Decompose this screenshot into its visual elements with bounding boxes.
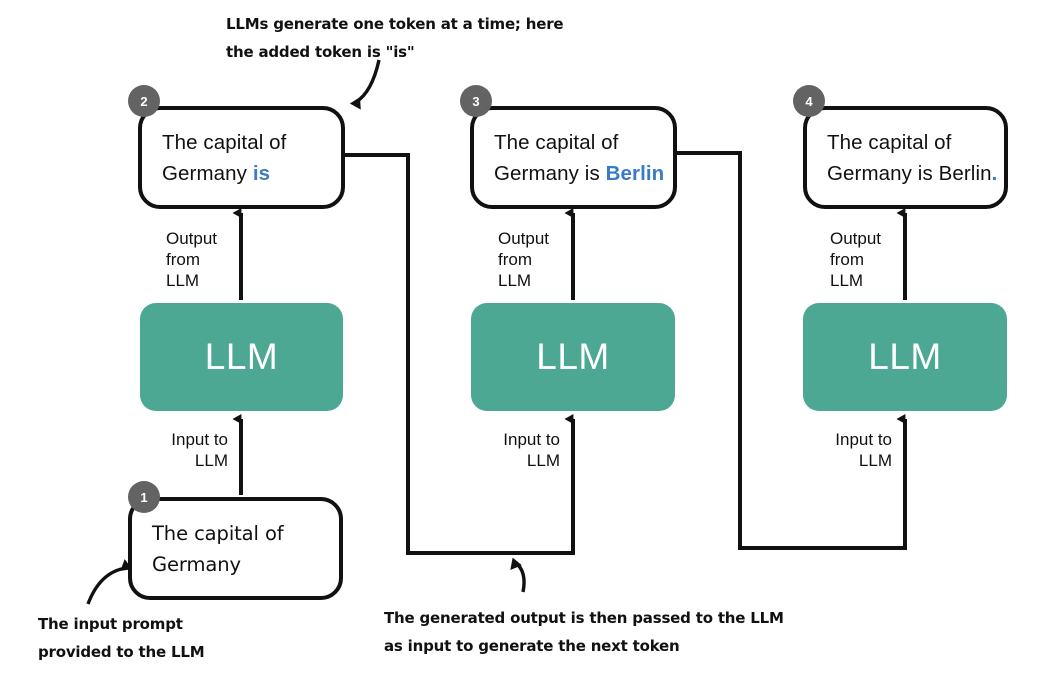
text-box-step-1: The capital of Germany [128, 497, 343, 600]
step-2-line1: The capital of [162, 130, 287, 154]
llm-block-1: LLM [140, 303, 343, 411]
edge-label-output-col3: Output from LLM [830, 229, 882, 290]
step-1-line2: Germany [152, 552, 241, 576]
text-box-step-2-content: The capital of Germany is [142, 127, 286, 189]
llm-block-3-label: LLM [868, 336, 942, 377]
step-2-new-token: is [252, 161, 271, 185]
text-box-step-3: The capital of Germany is Berlin [470, 106, 677, 209]
edge-label-output-col1: Output from LLM [166, 229, 218, 290]
step-2-line2-prefix: Germany [162, 161, 253, 185]
llm-block-3: LLM [803, 303, 1007, 411]
text-box-step-1-content: The capital of Germany [132, 518, 284, 580]
text-box-step-4: The capital of Germany is Berlin. [803, 106, 1008, 209]
step-badge-1: 1 [128, 481, 160, 513]
step-1-line1: The capital of [152, 521, 284, 545]
step-4-line1: The capital of [827, 130, 952, 154]
edge-label-input-col2: Input to LLM [503, 430, 560, 470]
callout-arrow-bottom-left [86, 559, 133, 605]
step-badge-3: 3 [460, 85, 492, 117]
annotation-token-generation: LLMs generate one token at a time; here … [226, 15, 564, 61]
step-4-line2-prefix: Germany is Berlin [827, 161, 992, 185]
step-3-line1: The capital of [494, 130, 619, 154]
step-3-line2-prefix: Germany is [494, 161, 606, 185]
annotation-feedback-loop: The generated output is then passed to t… [384, 609, 784, 655]
step-badge-2: 2 [128, 85, 160, 117]
edge-label-input-col1: Input to LLM [171, 430, 228, 470]
edge-label-input-col3: Input to LLM [835, 430, 892, 470]
edge-label-output-col2: Output from LLM [498, 229, 550, 290]
text-box-step-4-content: The capital of Germany is Berlin. [807, 127, 997, 189]
text-box-step-3-content: The capital of Germany is Berlin [474, 127, 664, 189]
annotation-input-prompt: The input prompt provided to the LLM [38, 615, 205, 661]
llm-block-2-label: LLM [536, 336, 610, 377]
step-3-new-token: Berlin [605, 161, 665, 185]
step-4-new-token: . [991, 161, 998, 185]
callout-arrow-top [349, 59, 381, 110]
llm-block-1-label: LLM [204, 336, 279, 377]
llm-block-2: LLM [471, 303, 675, 411]
step-badge-4: 4 [793, 85, 825, 117]
callout-arrow-bottom-center [510, 557, 526, 593]
text-box-step-2: The capital of Germany is [138, 106, 345, 209]
